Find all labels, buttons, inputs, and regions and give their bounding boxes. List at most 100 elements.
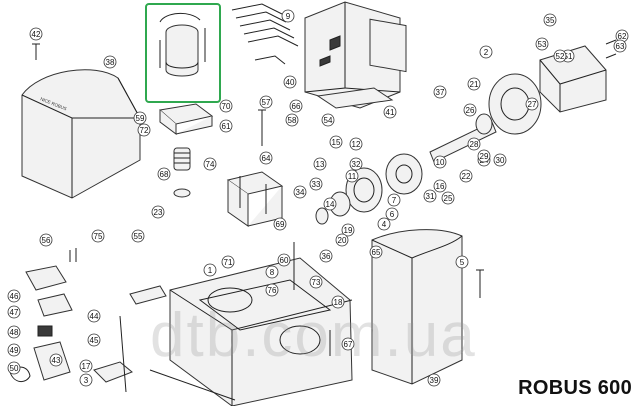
- watermark: dtb.com.ua: [150, 301, 477, 370]
- callout-layer: 1234567891011121314151617181920212223242…: [7, 9, 629, 387]
- housing-cover-part: [371, 229, 463, 385]
- callout-number: 47: [10, 308, 19, 317]
- callout-75: 75: [91, 229, 105, 243]
- callout-number: 19: [344, 226, 353, 235]
- callout-number: 51: [564, 52, 573, 61]
- callout-number: 22: [462, 172, 471, 181]
- callout-32: 32: [349, 157, 363, 171]
- callout-number: 25: [444, 194, 453, 203]
- callout-26: 26: [463, 103, 477, 117]
- callout-number: 39: [430, 376, 439, 385]
- callout-21: 21: [467, 77, 481, 91]
- callout-53: 53: [535, 37, 549, 51]
- callout-number: 58: [288, 116, 297, 125]
- callout-number: 53: [538, 40, 547, 49]
- callout-8: 8: [265, 265, 279, 279]
- callout-number: 21: [470, 80, 479, 89]
- callout-61: 61: [219, 119, 233, 133]
- callout-67: 67: [341, 337, 355, 351]
- callout-number: 74: [206, 160, 215, 169]
- screws: [32, 39, 617, 356]
- callout-43: 43: [49, 353, 63, 367]
- shaft-part: [429, 45, 607, 163]
- callout-number: 32: [352, 160, 361, 169]
- callout-number: 42: [32, 30, 41, 39]
- callout-number: 67: [344, 340, 353, 349]
- callout-number: 16: [436, 182, 445, 191]
- callout-57: 57: [259, 95, 273, 109]
- callout-46: 46: [7, 289, 21, 303]
- control-unit-part: [304, 1, 407, 109]
- callout-number: 75: [94, 232, 103, 241]
- callout-58: 58: [285, 113, 299, 127]
- callout-18: 18: [331, 295, 345, 309]
- callout-63: 63: [613, 39, 627, 53]
- callout-number: 38: [106, 58, 115, 67]
- callout-number: 29: [480, 152, 489, 161]
- motor-part: [159, 13, 206, 77]
- callout-47: 47: [7, 305, 21, 319]
- callout-number: 71: [224, 258, 233, 267]
- callout-number: 30: [496, 156, 505, 165]
- callout-49: 49: [7, 343, 21, 357]
- callout-44: 44: [87, 309, 101, 323]
- callout-number: 31: [426, 192, 435, 201]
- callout-number: 65: [372, 248, 381, 257]
- callout-number: 48: [10, 328, 19, 337]
- callout-number: 72: [140, 126, 149, 135]
- callout-number: 17: [82, 362, 91, 371]
- callout-number: 13: [316, 160, 325, 169]
- cover-part: NICE ROBUS: [21, 69, 141, 199]
- callout-39: 39: [427, 373, 441, 387]
- callout-31: 31: [423, 189, 437, 203]
- callout-19: 19: [341, 223, 355, 237]
- callout-number: 69: [276, 220, 285, 229]
- callout-number: 2: [484, 48, 489, 57]
- callout-22: 22: [459, 169, 473, 183]
- callout-38: 38: [103, 55, 117, 69]
- callout-number: 73: [312, 278, 321, 287]
- callout-20: 20: [335, 233, 349, 247]
- callout-number: 76: [268, 286, 277, 295]
- callout-12: 12: [349, 137, 363, 151]
- callout-40: 40: [283, 75, 297, 89]
- callout-25: 25: [441, 191, 455, 205]
- callout-number: 36: [322, 252, 331, 261]
- callout-28: 28: [467, 137, 481, 151]
- callout-number: 34: [296, 188, 305, 197]
- callout-number: 52: [556, 52, 565, 61]
- callout-27: 27: [525, 97, 539, 111]
- callout-number: 5: [460, 258, 465, 267]
- callout-number: 54: [324, 116, 333, 125]
- callout-number: 7: [392, 196, 397, 205]
- callout-number: 44: [90, 312, 99, 321]
- callout-34: 34: [293, 185, 307, 199]
- callout-11: 11: [345, 169, 359, 183]
- callout-15: 15: [329, 135, 343, 149]
- callout-64: 64: [259, 151, 273, 165]
- callout-72: 72: [137, 123, 151, 137]
- gear-train-part: [315, 153, 423, 225]
- callout-9: 9: [281, 9, 295, 23]
- callout-number: 8: [270, 268, 275, 277]
- callout-3: 3: [79, 373, 93, 387]
- callout-number: 35: [546, 16, 555, 25]
- callout-68: 68: [157, 167, 171, 181]
- motor-highlight-box: [145, 3, 221, 103]
- callout-2: 2: [479, 45, 493, 59]
- callout-number: 33: [312, 180, 321, 189]
- callout-number: 14: [326, 200, 335, 209]
- callout-69: 69: [273, 217, 287, 231]
- callout-number: 3: [84, 376, 89, 385]
- callout-71: 71: [221, 255, 235, 269]
- callout-number: 49: [10, 346, 19, 355]
- callout-number: 46: [10, 292, 19, 301]
- callout-number: 50: [10, 364, 19, 373]
- callout-45: 45: [87, 333, 101, 347]
- motor-plate: [158, 103, 214, 135]
- callout-number: 27: [528, 100, 537, 109]
- callout-36: 36: [319, 249, 333, 263]
- callout-6: 6: [385, 207, 399, 221]
